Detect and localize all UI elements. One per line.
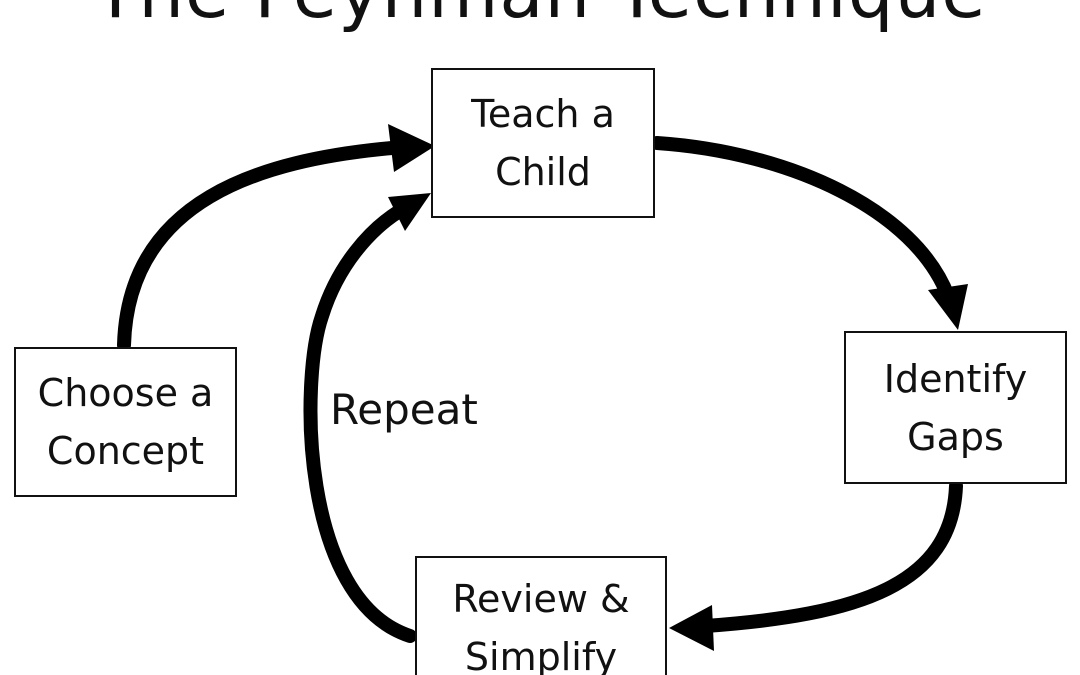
arrow-choose-to-teach [117,141,399,352]
node-teach-a-child-line2: Child [495,150,591,194]
node-teach-a-child-line1: Teach a [471,92,615,136]
node-identify-gaps-line2: Gaps [907,414,1004,459]
loop-label-repeat: Repeat [330,385,478,434]
node-choose-a-concept-line1: Choose a [37,371,214,415]
arrow-head-choose-to-teach [388,124,435,172]
arrow-head-identify-to-review [669,605,714,651]
node-identify-gaps-line1: Identify [883,356,1028,401]
arrow-head-review-to-teach [388,193,431,231]
node-review-and-simplify-line1: Review & [452,577,630,621]
node-choose-a-concept: Choose a Concept [14,347,237,497]
arrow-identify-to-review [698,479,963,633]
node-choose-a-concept-line2: Concept [46,429,205,473]
diagram-title: The Feynman Technique [0,0,1080,32]
arrow-review-to-teach [303,205,417,643]
node-teach-a-child: Teach a Child [431,68,655,218]
node-identify-gaps: Identify Gaps [844,331,1067,484]
arrow-head-teach-to-identify [928,284,968,330]
node-review-and-simplify-line2: Simplify [464,635,618,675]
arrow-teach-to-identify [650,136,955,303]
node-review-and-simplify: Review & Simplify [415,556,667,675]
